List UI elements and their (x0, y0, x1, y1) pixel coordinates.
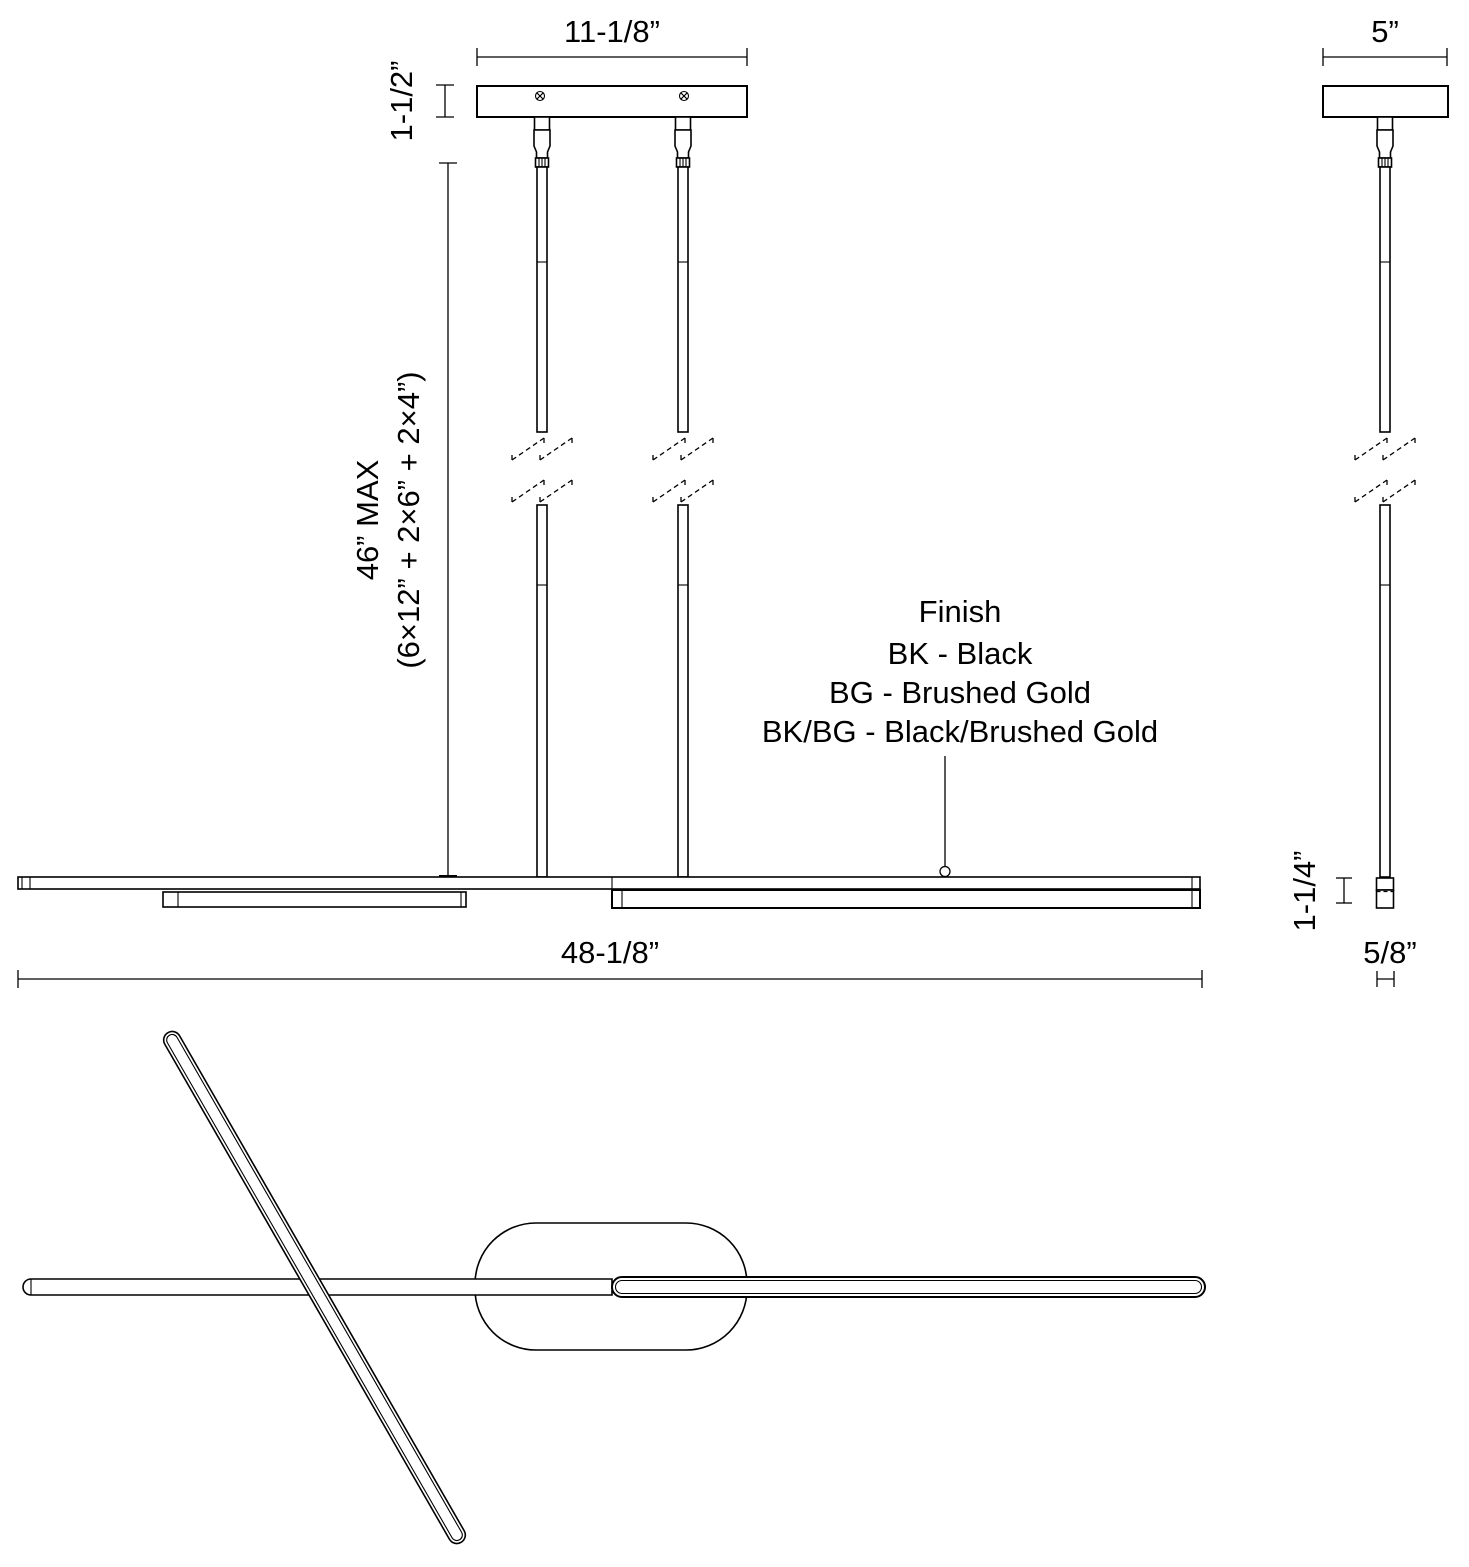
dim-fixture-depth-label: 5/8” (1363, 935, 1416, 970)
finish-option-bkbg: BK/BG - Black/Brushed Gold (762, 714, 1158, 749)
dim-overall-width: 48-1/8” (17, 935, 1203, 988)
break-line-icon (511, 437, 573, 461)
break-line-icon (1354, 479, 1416, 503)
fixture-side-profile (1375, 877, 1395, 909)
finish-title: Finish (919, 594, 1002, 629)
canopy-screw-icon (534, 90, 546, 102)
canopy-screw-icon (678, 90, 690, 102)
dim-overall-width-label: 48-1/8” (561, 935, 659, 970)
break-line-icon (511, 479, 573, 503)
front-canopy (476, 85, 748, 118)
dim-fixture-height-label: 1-1/4” (1287, 851, 1322, 932)
dim-side-canopy-width: 5” (1322, 14, 1448, 66)
fixture-top-rail (17, 876, 1201, 890)
dim-front-canopy-width: 11-1/8” (476, 14, 748, 66)
suspension-rod-side (1354, 116, 1416, 878)
plan-led-bar-diagonal (162, 1030, 467, 1545)
finish-note: Finish BK - Black BG - Brushed Gold BK/B… (762, 594, 1158, 878)
side-elevation-view: 5” 1-1/4” 5/8” (1287, 14, 1449, 987)
dim-canopy-height-label: 1-1/2” (384, 61, 419, 142)
break-line-icon (652, 479, 714, 503)
finish-option-bg: BG - Brushed Gold (829, 675, 1091, 710)
dim-fixture-height: 1-1/4” (1287, 851, 1352, 932)
dim-canopy-height: 1-1/2” (384, 61, 454, 142)
dim-front-canopy-width-label: 11-1/8” (564, 14, 660, 49)
finish-leader-line (939, 756, 951, 878)
fixture-led-bar-left (162, 891, 467, 908)
break-line-icon (652, 437, 714, 461)
dim-suspension-max-label: 46” MAX (350, 459, 385, 580)
plan-view (22, 1030, 1206, 1545)
suspension-rod-left (511, 116, 573, 878)
fixture-front (17, 876, 1201, 909)
dim-suspension-formula-label: (6×12” + 2×6” + 2×4”) (391, 371, 426, 668)
dim-suspension-length: 46” MAX (6×12” + 2×6” + 2×4”) (350, 162, 457, 877)
front-elevation-view: 11-1/8” 1-1/2” 46” MAX (6×12” + 2×6” + 2… (17, 14, 1203, 988)
finish-option-bk: BK - Black (888, 636, 1033, 671)
suspension-rod-right (652, 116, 714, 878)
dim-fixture-depth: 5/8” (1363, 935, 1417, 987)
side-canopy (1322, 85, 1449, 118)
dim-side-canopy-width-label: 5” (1371, 14, 1399, 49)
plan-led-bar-right (611, 1276, 1206, 1298)
break-line-icon (1354, 437, 1416, 461)
fixture-led-bar-right (611, 889, 1201, 909)
